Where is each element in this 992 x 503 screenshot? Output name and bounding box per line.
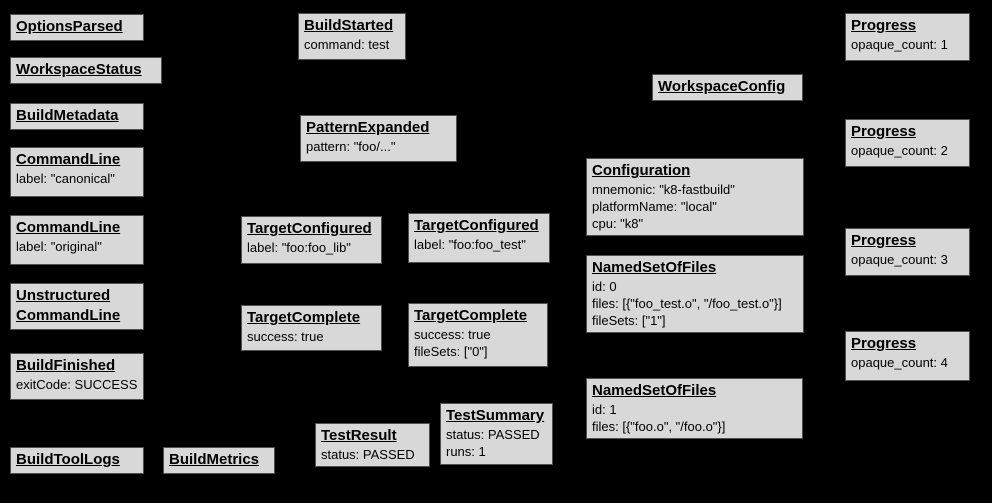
node-field: opaque_count: 1 [851,37,948,52]
node-progress-2: Progress opaque_count: 2 [845,119,970,167]
node-title: Progress [851,232,917,249]
node-field: label: "canonical" [16,171,115,186]
node-title: TargetComplete [247,309,361,326]
node-field: label: "original" [16,239,102,254]
node-field: fileSets: ["1"] [592,313,666,328]
node-title: WorkspaceStatus [16,61,142,78]
node-title: CommandLine [16,219,121,236]
node-title: CommandLine [16,151,121,168]
node-field: exitCode: SUCCESS [16,377,138,392]
node-build-started: BuildStarted command: test [298,13,406,60]
node-field: opaque_count: 3 [851,252,948,267]
node-title: Progress [851,123,917,140]
node-field: cpu: "k8" [592,216,644,231]
node-named-set-of-files-1: NamedSetOfFiles id: 1 files: [{"foo.o", … [586,378,803,439]
node-command-line-canonical: CommandLine label: "canonical" [10,147,144,197]
node-target-complete-foo-test: TargetComplete success: true fileSets: [… [408,303,548,367]
node-field: mnemonic: "k8-fastbuild" [592,182,735,197]
node-title: BuildFinished [16,357,116,374]
node-configuration: Configuration mnemonic: "k8-fastbuild" p… [586,158,804,236]
node-title: BuildStarted [304,17,394,34]
node-title: TestSummary [446,407,545,424]
node-test-summary: TestSummary status: PASSED runs: 1 [440,403,553,465]
node-field: opaque_count: 4 [851,355,948,370]
node-field: id: 1 [592,402,617,417]
node-field: runs: 1 [446,444,486,459]
node-field: pattern: "foo/..." [306,139,396,154]
node-field: id: 0 [592,279,617,294]
node-field: fileSets: ["0"] [414,344,488,359]
node-title: Progress [851,335,917,352]
node-build-metadata: BuildMetadata [10,103,144,130]
node-build-metrics: BuildMetrics [163,447,275,474]
node-options-parsed: OptionsParsed [10,14,144,41]
node-progress-4: Progress opaque_count: 4 [845,331,970,381]
node-title: WorkspaceConfig [658,78,786,95]
node-progress-1: Progress opaque_count: 1 [845,13,970,61]
node-title: BuildMetadata [16,107,119,124]
node-title: TestResult [321,427,397,444]
node-title: TargetConfigured [247,220,372,237]
node-field: files: [{"foo_test.o", "/foo_test.o"}] [592,296,782,311]
node-title: Unstructured CommandLine [16,287,121,324]
node-field: success: true [247,329,324,344]
node-field: success: true [414,327,491,342]
node-title: Progress [851,17,917,34]
node-title: NamedSetOfFiles [592,382,717,399]
node-unstructured-command-line: Unstructured CommandLine [10,283,144,330]
node-progress-3: Progress opaque_count: 3 [845,228,970,276]
node-field: platformName: "local" [592,199,717,214]
node-field: files: [{"foo.o", "/foo.o"}] [592,419,726,434]
node-workspace-status: WorkspaceStatus [10,57,162,84]
node-field: label: "foo:foo_test" [414,237,526,252]
node-build-tool-logs: BuildToolLogs [10,447,144,474]
node-title: NamedSetOfFiles [592,259,717,276]
node-command-line-original: CommandLine label: "original" [10,215,144,265]
node-target-configured-foo-lib: TargetConfigured label: "foo:foo_lib" [241,216,382,264]
node-field: command: test [304,37,390,52]
node-target-configured-foo-test: TargetConfigured label: "foo:foo_test" [408,213,550,263]
node-title: BuildToolLogs [16,451,120,468]
node-test-result: TestResult status: PASSED [315,423,430,467]
node-pattern-expanded: PatternExpanded pattern: "foo/..." [300,115,457,162]
node-field: label: "foo:foo_lib" [247,240,351,255]
node-title: TargetConfigured [414,217,539,234]
node-workspace-config: WorkspaceConfig [652,74,803,101]
node-field: status: PASSED [321,447,415,462]
node-named-set-of-files-0: NamedSetOfFiles id: 0 files: [{"foo_test… [586,255,804,333]
node-title: TargetComplete [414,307,528,324]
node-title: PatternExpanded [306,119,430,136]
node-title: Configuration [592,162,691,179]
node-title: OptionsParsed [16,18,123,35]
node-field: opaque_count: 2 [851,143,948,158]
node-field: status: PASSED [446,427,540,442]
node-target-complete-foo-lib: TargetComplete success: true [241,305,382,351]
node-title: BuildMetrics [169,451,260,468]
node-build-finished: BuildFinished exitCode: SUCCESS [10,353,144,400]
